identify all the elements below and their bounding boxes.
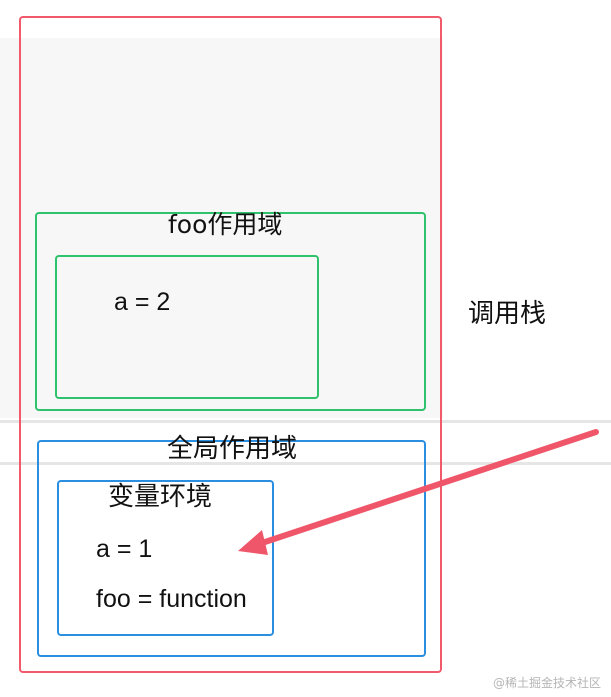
foo-variable-a: a = 2 (114, 288, 171, 316)
call-stack-box (19, 16, 442, 673)
background-band-main (0, 38, 443, 418)
watermark: @稀土掘金技术社区 (492, 676, 601, 690)
foo-scope-box (35, 212, 426, 411)
background-band-top (0, 0, 443, 38)
foo-scope-inner-box (55, 255, 319, 399)
global-variable-a: a = 1 (96, 535, 153, 563)
global-scope-box (37, 440, 426, 657)
global-variable-foo: foo = function (96, 585, 247, 613)
global-scope-title: 全局作用域 (167, 434, 298, 464)
call-stack-label: 调用栈 (468, 299, 547, 329)
separator-line-1 (0, 420, 611, 423)
variable-env-box (57, 480, 274, 636)
variable-env-title: 变量环境 (108, 482, 213, 512)
foo-scope-title: foo作用域 (168, 210, 283, 239)
